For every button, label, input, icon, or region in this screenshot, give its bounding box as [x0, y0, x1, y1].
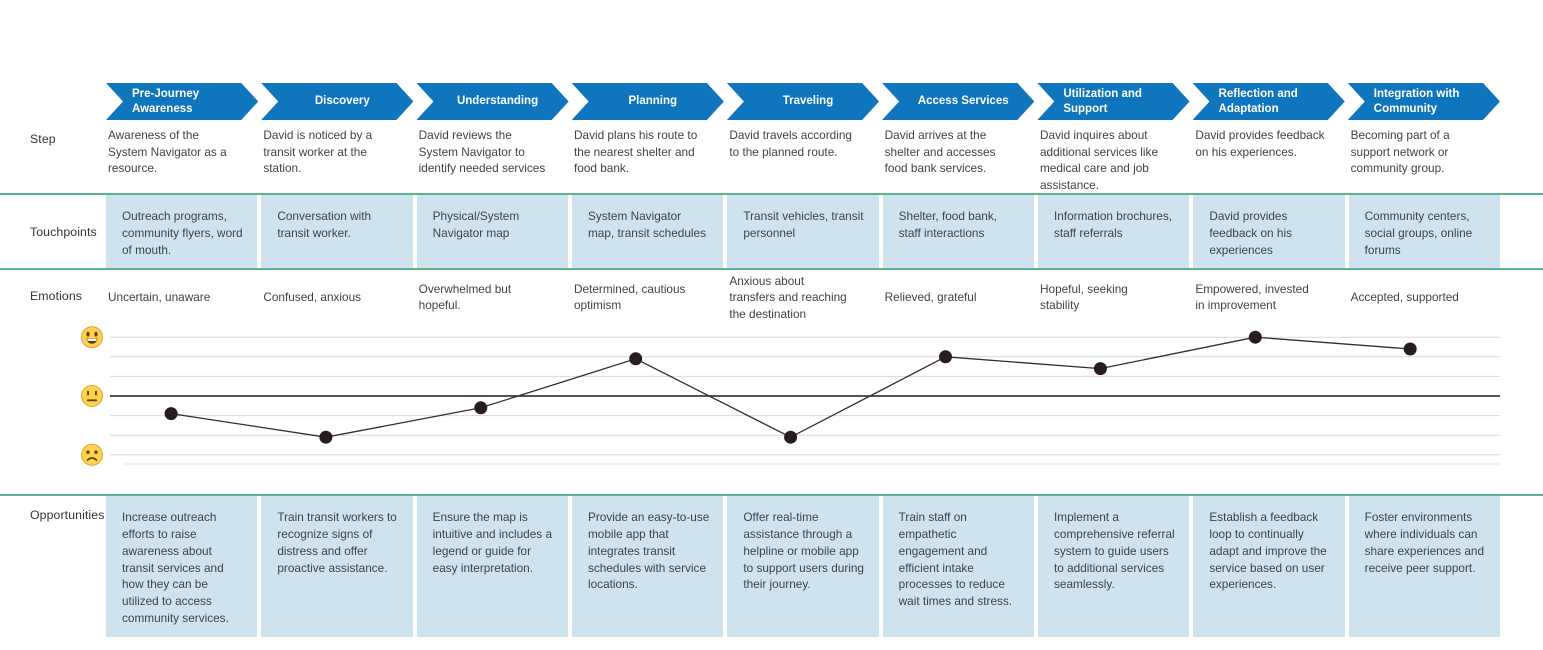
- touchpoint-cell: Conversation with transit worker.: [261, 195, 413, 269]
- touchpoints-row: Touchpoints Outreach programs, community…: [0, 193, 1543, 271]
- opportunity-cell: Increase outreach efforts to raise aware…: [106, 496, 258, 637]
- stage-chevron: Utilization and Support: [1037, 83, 1189, 120]
- opportunities-row: Opportunities Increase outreach efforts …: [0, 494, 1543, 637]
- step-description: David reviews the System Navigator to id…: [418, 128, 546, 176]
- opportunity-cell: Provide an easy-to-use mobile app that i…: [571, 496, 724, 637]
- neutral-emoji-icon: [81, 385, 103, 408]
- emotion-cells: Uncertain, unaware Confused, anxious Overw…: [106, 270, 1500, 322]
- emotion-point: [1403, 342, 1417, 356]
- emotion-curve-chart: [81, 326, 1500, 467]
- step-description: Awareness of the System Navigator as a r…: [108, 128, 227, 176]
- stage-chevron: Reflection and Adaptation: [1193, 83, 1345, 120]
- opportunity-cell: Implement a comprehensive referral syste…: [1037, 496, 1190, 637]
- touchpoint-cell: Community centers, social groups, online…: [1348, 195, 1500, 269]
- touchpoint-cell: Information brochures, staff referrals: [1037, 195, 1190, 269]
- emotion-description: Anxious about transfers and reaching the…: [729, 273, 847, 321]
- emotion-point: [164, 407, 178, 421]
- header-label-spacer: [0, 83, 106, 120]
- touchpoint-cell: David provides feedback on his experienc…: [1193, 195, 1345, 269]
- step-description: David plans his route to the nearest she…: [573, 128, 698, 176]
- emotion-point: [784, 431, 798, 445]
- row-label-touchpoints: Touchpoints: [30, 224, 97, 239]
- emotion-description: Accepted, supported: [1350, 290, 1459, 305]
- stage-chevron: Planning: [572, 83, 724, 120]
- emotion-point: [1248, 331, 1262, 345]
- emotion-point: [474, 401, 488, 415]
- emotion-description: Overwhelmed but hopeful.: [418, 281, 512, 313]
- stage-chevron: Discovery: [261, 83, 413, 120]
- stage-chevron: Understanding: [416, 83, 568, 120]
- touchpoint-cell: Physical/System Navigator map: [416, 195, 568, 269]
- emotion-description: Uncertain, unaware: [108, 290, 211, 305]
- row-label-emotions: Emotions: [30, 289, 83, 304]
- emotion-description: Hopeful, seeking stability: [1039, 281, 1128, 313]
- opportunity-cell: Establish a feedback loop to continually…: [1193, 496, 1345, 637]
- step-description: David provides feedback on his experienc…: [1195, 128, 1325, 159]
- chart-gridlines: [110, 337, 1500, 465]
- stage-chevron: Pre-Journey Awareness: [106, 83, 258, 120]
- step-description: David is noticed by a transit worker at …: [263, 128, 373, 176]
- stage-chevron: Traveling: [727, 83, 879, 120]
- step-description: Becoming part of a support network or co…: [1350, 128, 1450, 176]
- step-description: David inquires about additional services…: [1039, 128, 1159, 192]
- opportunity-cell: Foster environments where individuals ca…: [1348, 496, 1500, 637]
- stage-chevron: Access Services: [882, 83, 1034, 120]
- opportunity-cell: Train transit workers to recognize signs…: [261, 496, 413, 637]
- step-cells: Awareness of the System Navigator as a r…: [106, 120, 1500, 193]
- step-description: David arrives at the shelter and accesse…: [884, 128, 996, 176]
- emotion-point: [629, 352, 643, 366]
- emotion-line: [171, 336, 1411, 439]
- opportunity-cell: Ensure the map is intuitive and includes…: [416, 496, 568, 637]
- emotions-row: Emotions Uncertain, unaware Confused, anx…: [0, 270, 1543, 322]
- row-label-step: Step: [30, 132, 56, 146]
- row-label-opportunities: Opportunities: [30, 508, 105, 523]
- sad-emoji-icon: [81, 444, 103, 467]
- opportunity-cell: Offer real-time assistance through a hel…: [727, 496, 879, 637]
- touchpoint-cell: Transit vehicles, transit personnel: [727, 195, 879, 269]
- touchpoint-cell: System Navigator map, transit schedules: [571, 195, 724, 269]
- touchpoint-cells: Outreach programs, community flyers, wor…: [106, 195, 1500, 269]
- emotion-point: [319, 431, 333, 445]
- touchpoint-cell: Outreach programs, community flyers, wor…: [106, 195, 258, 269]
- step-row: Step Awareness of the System Navigator a…: [0, 120, 1543, 193]
- happy-emoji-icon: [81, 326, 103, 349]
- opportunity-cell: Train staff on empathetic engagement and…: [882, 496, 1034, 637]
- emotion-description: Determined, cautious optimism: [573, 281, 686, 313]
- emotion-description: Relieved, grateful: [884, 290, 977, 305]
- emotion-description: Confused, anxious: [263, 290, 362, 305]
- stage-chevron: Integration with Community: [1348, 83, 1500, 120]
- emotion-point: [939, 350, 952, 364]
- step-description: David travels according to the planned r…: [729, 128, 852, 159]
- opportunity-cells: Increase outreach efforts to raise aware…: [106, 496, 1500, 637]
- touchpoint-cell: Shelter, food bank, staff interactions: [882, 195, 1034, 269]
- emotion-point: [1093, 362, 1107, 376]
- emotion-description: Empowered, invested in improvement: [1195, 281, 1309, 313]
